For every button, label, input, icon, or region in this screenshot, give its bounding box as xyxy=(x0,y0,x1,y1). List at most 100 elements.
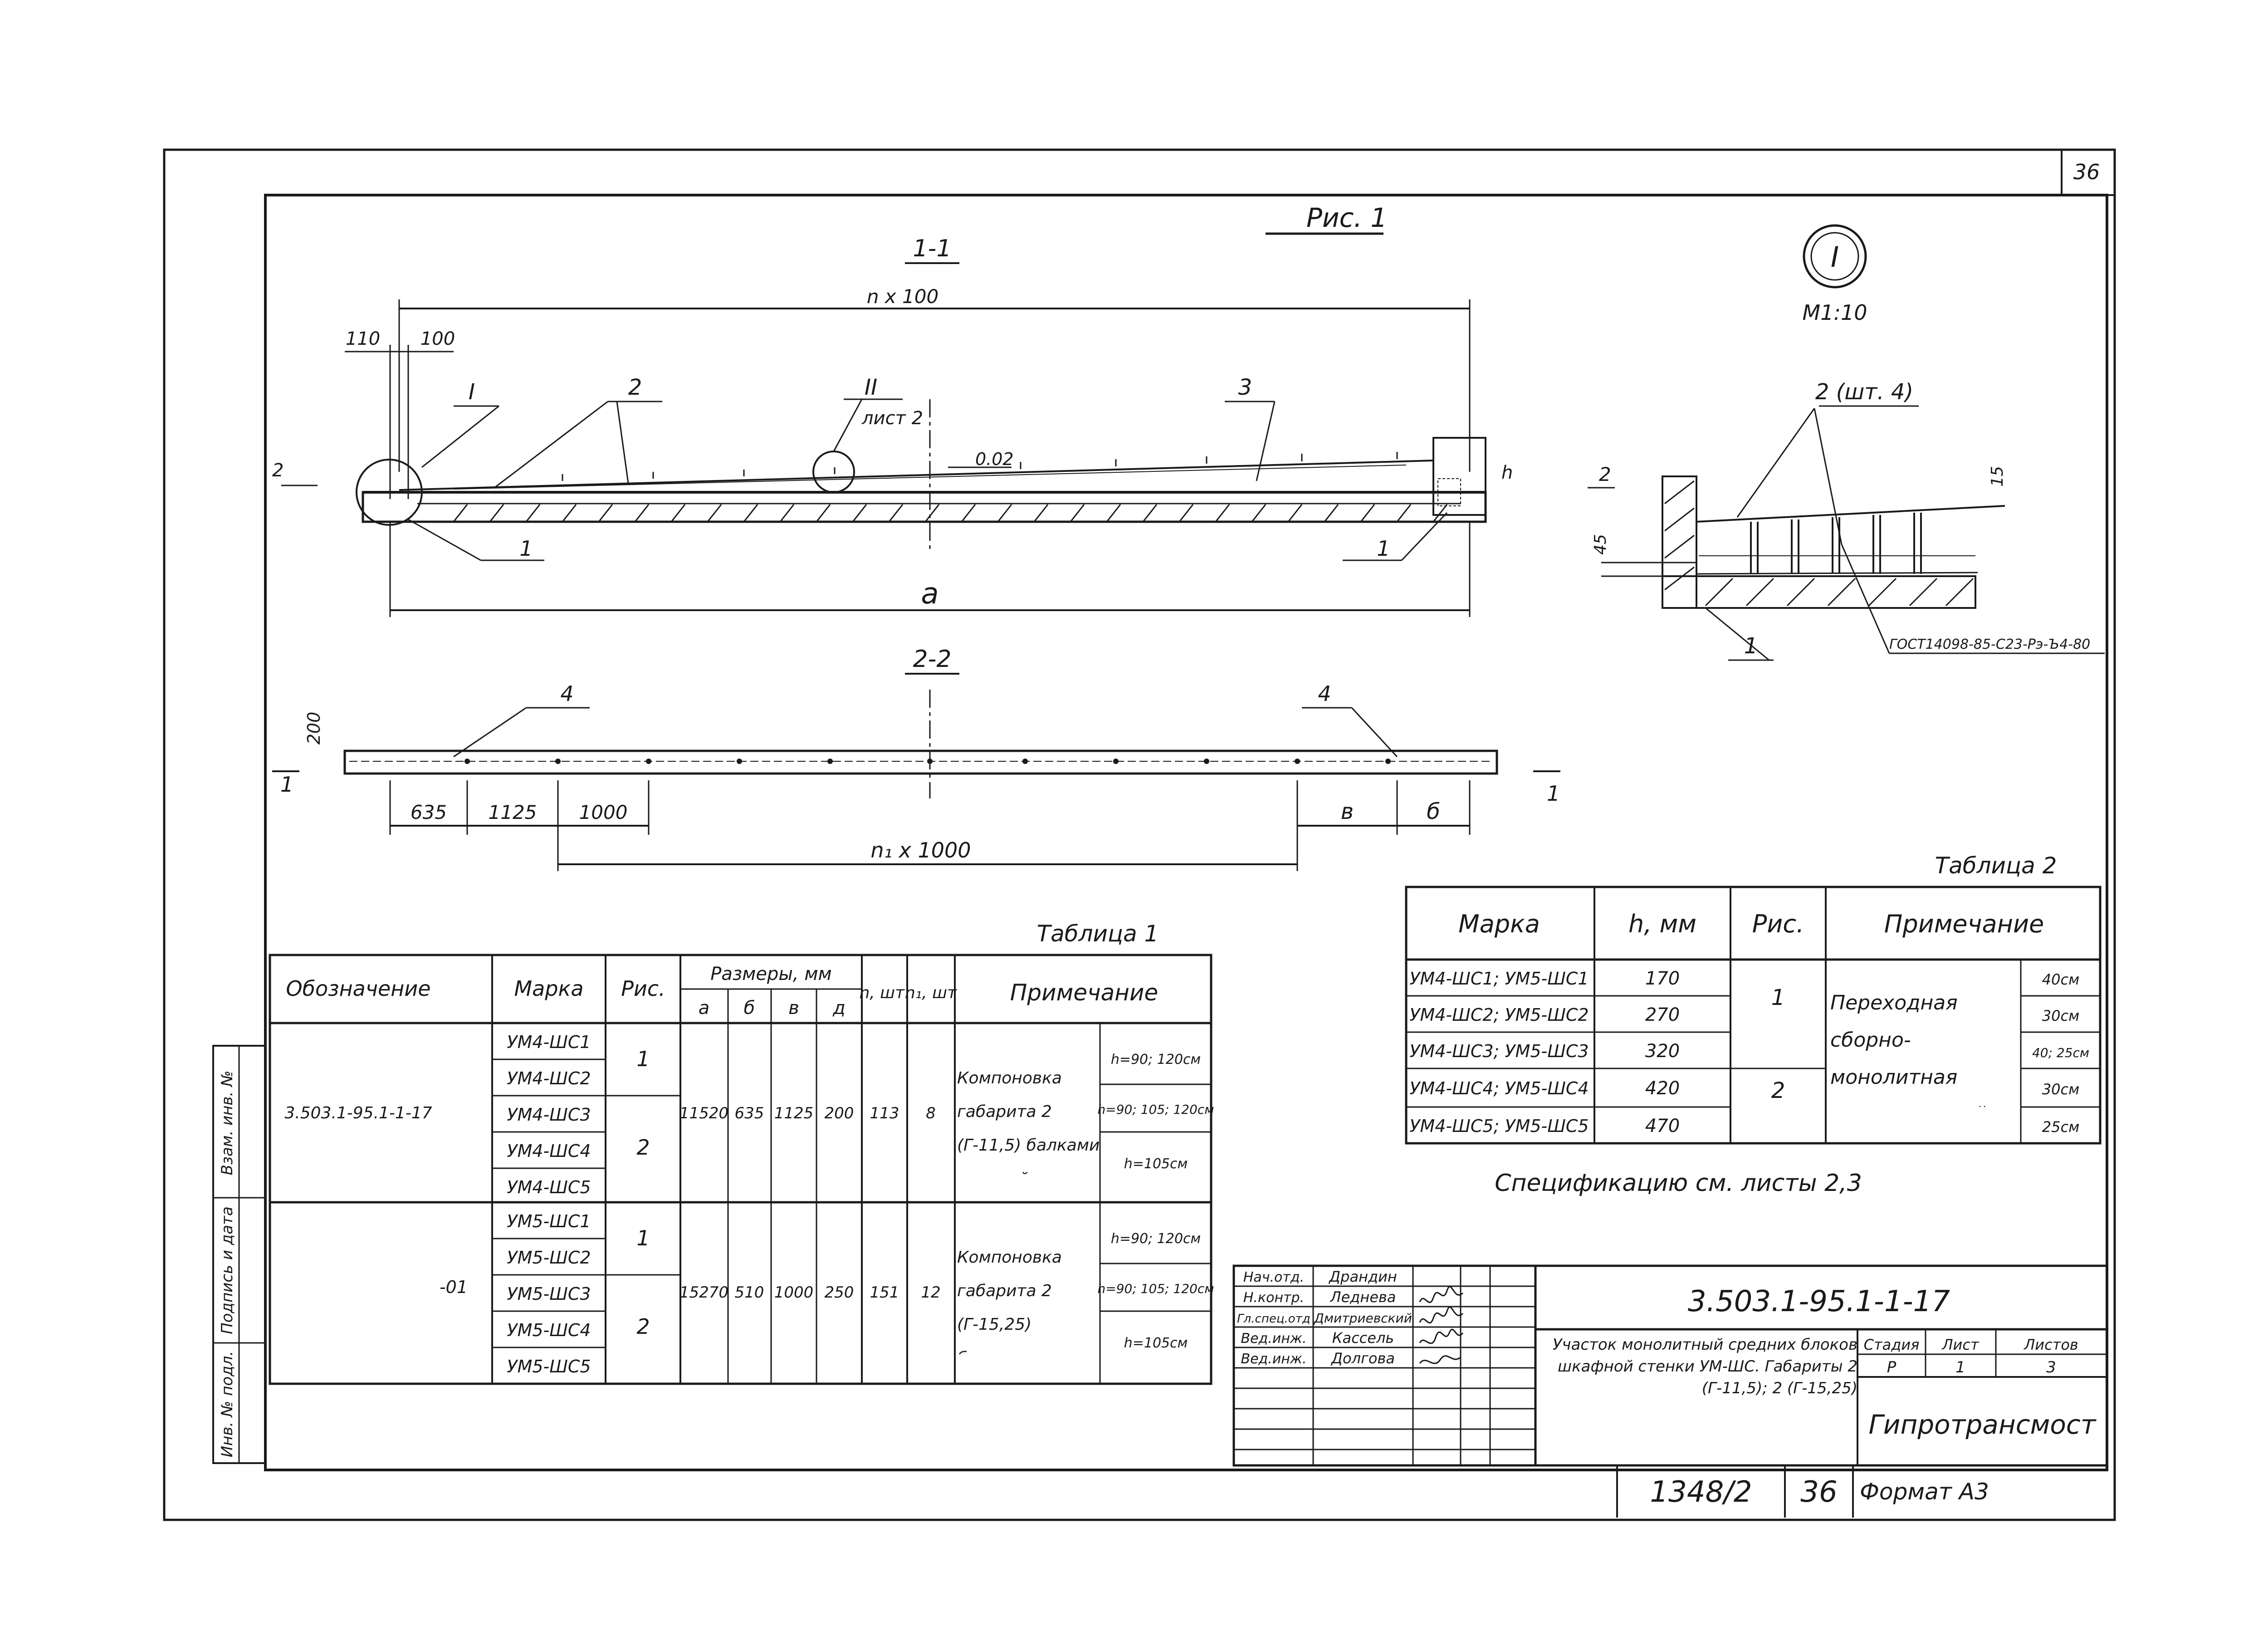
t1-h-n: n, шт. xyxy=(859,984,909,1002)
table-2: Таблица 2 Марка h, мм Рис. Примечание УМ… xyxy=(1405,852,2102,1145)
t2-r1-mark: УМ4-ШС1; УМ5-ШС1 xyxy=(1409,969,1589,989)
t1-g1-a: 11520 xyxy=(679,1104,728,1122)
t1-g1-fig-bottom: 2 xyxy=(636,1135,650,1160)
t1-g1-fig-top: 1 xyxy=(636,1047,650,1071)
t1-g2-v: 1000 xyxy=(774,1283,814,1302)
stamp-name-3: Дмитриевский xyxy=(1313,1311,1412,1326)
t2-r2-sub: 30см xyxy=(2042,1007,2079,1024)
pos-1-right: 1 xyxy=(1377,536,1390,561)
t1-g1-v: 1125 xyxy=(774,1104,814,1122)
dim-h: h xyxy=(1501,462,1513,483)
t2-fig-bottom: 2 xyxy=(1771,1078,1785,1103)
gost-note: ГОСТ14098-85-С23-Рэ-Ъ4-80 xyxy=(1889,637,2090,652)
t2-r5-h: 470 xyxy=(1645,1116,1680,1136)
t2-r2-mark: УМ4-ШС2; УМ5-ШС2 xyxy=(1409,1005,1589,1025)
t1-g1-h3: h=105см xyxy=(1124,1156,1188,1172)
t1-g1-mark-5: УМ4-ШС5 xyxy=(507,1177,591,1197)
dim-a: a xyxy=(921,577,938,611)
dim-v: в xyxy=(1341,799,1354,824)
stamp-name-5: Долгова xyxy=(1330,1350,1395,1367)
sheet-number: 36 xyxy=(1800,1475,1837,1509)
table-1: Таблица 1 Обозначение Марка Рис. Разме xyxy=(269,921,1214,1385)
section-1-1-hatch xyxy=(453,504,1448,522)
spec-note: Спецификацию см. листы 2,3 xyxy=(1495,1170,1862,1197)
stamp-role-3: Гл.спец.отд xyxy=(1237,1312,1310,1326)
t1-g1-n: 113 xyxy=(870,1104,899,1122)
figure-title: Рис. 1 xyxy=(1306,202,1387,233)
dim-n1-x-1000: n₁ x 1000 xyxy=(870,838,971,862)
t1-h-note: Примечание xyxy=(1010,980,1158,1006)
section-2-2: 2-2 200 1 1 4 4 635 1125 1000 xyxy=(272,646,1560,871)
t1-g2-mark-1: УМ5-ШС1 xyxy=(507,1211,591,1231)
t1-g2-mark-5: УМ5-ШС5 xyxy=(507,1357,591,1376)
dim-200: 200 xyxy=(304,712,324,745)
margin-label-inv: Инв. № подл. xyxy=(218,1351,236,1458)
t2-h-mark: Марка xyxy=(1458,910,1540,938)
slope-label: 0.02 xyxy=(975,449,1014,469)
t2-r4-h: 420 xyxy=(1645,1078,1680,1099)
stamp-h-stage: Стадия xyxy=(1864,1336,1920,1353)
t1-g2-h3: h=105см xyxy=(1124,1335,1188,1351)
t2-h-h: h, мм xyxy=(1628,910,1696,938)
stamp-name-2: Леднева xyxy=(1330,1288,1396,1306)
t1-g1-mark-2: УМ4-ШС2 xyxy=(507,1068,591,1088)
sec-mark-right: 1 xyxy=(1547,781,1560,806)
callout-I: I xyxy=(469,379,475,405)
t1-g1-note: Компоновка габарита 2 (Г-11,5) балками в… xyxy=(957,1069,1100,1175)
title-block: Нач.отд. Н.контр. Гл.спец.отд Вед.инж. В… xyxy=(1232,1264,2108,1467)
t1-h-designation: Обозначение xyxy=(286,976,430,1001)
t2-note: Переходная сборно-монолитная плита высот… xyxy=(1830,991,1987,1107)
sec-mark-left: 1 xyxy=(280,772,293,797)
t1-h-fig: Рис. xyxy=(621,976,665,1001)
stamp-stage: Р xyxy=(1887,1358,1897,1376)
archive-number: 1348/2 xyxy=(1650,1475,1752,1509)
t2-r3-h: 320 xyxy=(1645,1041,1680,1062)
node-scale: М1:10 xyxy=(1803,300,1867,325)
inner-frame xyxy=(264,194,2108,1471)
t1-g2-mark-4: УМ5-ШС4 xyxy=(507,1320,591,1340)
t1-h-a: а xyxy=(699,998,710,1019)
dim-1125: 1125 xyxy=(489,801,537,823)
t1-g1-mark-3: УМ4-ШС3 xyxy=(507,1105,591,1125)
stamp-sheets: 3 xyxy=(2046,1358,2056,1376)
t1-g2-h2: h=90; 105; 120см xyxy=(1098,1281,1214,1296)
t1-g2-n1: 12 xyxy=(921,1283,940,1302)
section-1-1: 1-1 n x 100 110 100 xyxy=(272,235,1513,617)
t1-g1-d: 200 xyxy=(825,1104,854,1122)
corner-sheet-number: 36 xyxy=(2073,160,2100,184)
t1-g2-d: 250 xyxy=(825,1283,854,1302)
section-2-2-label: 2-2 xyxy=(913,646,952,673)
t1-g2-a: 15270 xyxy=(679,1283,728,1302)
t2-fig-top: 1 xyxy=(1771,985,1785,1010)
dim-1000: 1000 xyxy=(579,801,628,823)
stamp-h-sheet: Лист xyxy=(1941,1336,1979,1353)
t1-g2-h1: h=90; 120см xyxy=(1111,1231,1201,1247)
stamp-h-sheets: Листов xyxy=(2024,1336,2078,1353)
t1-g1-mark-4: УМ4-ШС4 xyxy=(507,1141,591,1161)
t2-note-text: Переходная сборно-монолитная плита высот… xyxy=(1830,991,1987,1107)
t1-g2-mark-2: УМ5-ШС2 xyxy=(507,1248,591,1268)
t1-h-n1: n₁, шт xyxy=(905,984,957,1002)
pos-3-label: 3 xyxy=(1238,375,1252,400)
dim-n-x-100: n x 100 xyxy=(867,285,938,308)
dim-15: 15 xyxy=(1988,466,2007,487)
t1-g2-n: 151 xyxy=(870,1283,899,1302)
t1-g2-note-text: Компоновка габарита 2 (Г-15,25) балками … xyxy=(957,1248,1062,1354)
callout-II: II xyxy=(865,375,877,400)
t1-g2-note: Компоновка габарита 2 (Г-15,25) балками … xyxy=(957,1248,1062,1354)
t1-g1-note-text: Компоновка габарита 2 (Г-11,5) балками в… xyxy=(957,1069,1100,1175)
t1-g2-mark-3: УМ5-ШС3 xyxy=(507,1284,591,1304)
node-I-circle xyxy=(1803,224,1867,289)
node-I-detail: I М1:10 2 (шт. 4) 45 15 2 xyxy=(1588,224,2105,661)
pos-4-right: 4 xyxy=(1318,681,1331,706)
t2-h-note: Примечание xyxy=(1884,910,2044,938)
t1-g1-designation: 3.503.1-95.1-1-17 xyxy=(284,1104,432,1122)
dim-b: б xyxy=(1427,799,1440,824)
stamp-name-1: Драндин xyxy=(1328,1268,1397,1285)
t1-g2-fig-bottom: 2 xyxy=(636,1314,650,1339)
dim-45: 45 xyxy=(1591,534,1610,555)
stamp-role-1: Нач.отд. xyxy=(1243,1269,1304,1285)
section-1-1-label: 1-1 xyxy=(913,235,952,262)
pos-2-label: 2 xyxy=(628,375,642,400)
